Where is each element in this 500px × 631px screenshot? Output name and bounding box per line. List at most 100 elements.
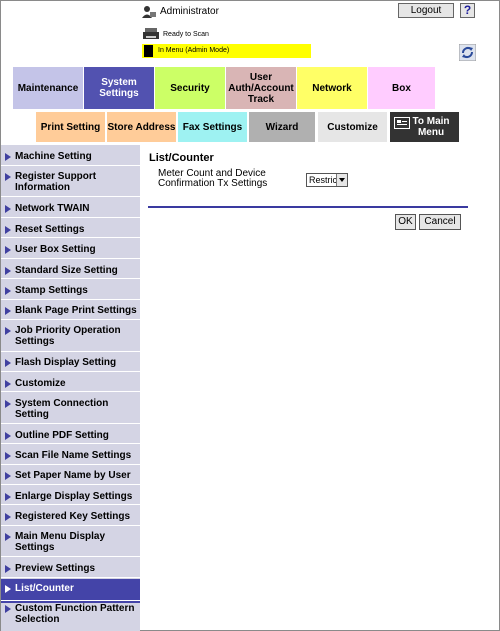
sidebar-item-register-support-information[interactable]: Register Support Information	[1, 171, 140, 195]
sidebar-item-standard-size-setting[interactable]: Standard Size Setting	[1, 265, 140, 277]
sidebar-item-label: Stamp Settings	[15, 285, 88, 296]
sidebar-item-reset-settings[interactable]: Reset Settings	[1, 224, 140, 236]
printer-icon	[143, 28, 159, 39]
sidebar-item-set-paper-name-by-user[interactable]: Set Paper Name by User	[1, 470, 140, 482]
arrow-right-icon	[5, 472, 11, 480]
sidebar-item-stamp-settings[interactable]: Stamp Settings	[1, 285, 140, 297]
divider	[1, 196, 140, 197]
arrow-right-icon	[5, 153, 11, 161]
subtab-wizard[interactable]: Wizard	[249, 112, 315, 142]
sidebar-item-label: Registered Key Settings	[15, 511, 131, 522]
sidebar-item-label: Network TWAIN	[15, 203, 90, 214]
sidebar-item-registered-key-settings[interactable]: Registered Key Settings	[1, 511, 140, 523]
mode-text: In Menu (Admin Mode)	[158, 47, 230, 54]
cancel-button[interactable]: Cancel	[419, 214, 461, 230]
divider	[1, 258, 140, 259]
sidebar-item-blank-page-print-settings[interactable]: Blank Page Print Settings	[1, 305, 140, 317]
sidebar-item-user-box-setting[interactable]: User Box Setting	[1, 244, 140, 256]
ok-button[interactable]: OK	[395, 214, 416, 230]
divider	[1, 299, 140, 300]
arrow-right-icon	[5, 452, 11, 460]
divider	[1, 423, 140, 424]
device-status: Ready to Scan	[163, 31, 209, 38]
sidebar-item-flash-display-setting[interactable]: Flash Display Setting	[1, 357, 140, 369]
subtab-print-setting[interactable]: Print Setting	[36, 112, 105, 142]
divider	[1, 464, 140, 465]
subtab-fax-settings[interactable]: Fax Settings	[178, 112, 247, 142]
sidebar-item-label: Custom Function Pattern Selection	[15, 603, 135, 625]
mode-icon	[144, 45, 153, 57]
sidebar-item-customize[interactable]: Customize	[1, 378, 140, 390]
divider	[1, 443, 140, 444]
arrow-right-icon	[5, 327, 11, 335]
divider	[1, 319, 140, 320]
sidebar-item-label: Set Paper Name by User	[15, 470, 131, 481]
sidebar: Machine Setting Register Support Informa…	[1, 145, 140, 631]
sidebar-item-label: Scan File Name Settings	[15, 450, 132, 461]
arrow-right-icon	[5, 533, 11, 541]
main-menu-icon	[394, 117, 410, 129]
tab-user-auth-account-track[interactable]: User Auth/Account Track	[226, 67, 297, 109]
tab-maintenance[interactable]: Maintenance	[13, 67, 84, 109]
sidebar-item-label: List/Counter	[15, 583, 74, 594]
divider	[1, 165, 140, 166]
divider	[1, 556, 140, 557]
sidebar-item-main-menu-display-settings[interactable]: Main Menu Display Settings	[1, 531, 140, 555]
subtab-customize[interactable]: Customize	[318, 112, 387, 142]
sidebar-item-label: Enlarge Display Settings	[15, 491, 133, 502]
arrow-right-icon	[5, 307, 11, 315]
tab-box[interactable]: Box	[368, 67, 436, 109]
sidebar-item-label: Main Menu Display Settings	[15, 531, 106, 553]
sidebar-item-scan-file-name-settings[interactable]: Scan File Name Settings	[1, 450, 140, 462]
divider	[1, 577, 140, 578]
help-button[interactable]: ?	[460, 3, 475, 18]
sidebar-item-system-connection-setting[interactable]: System Connection Setting	[1, 398, 140, 422]
to-main-menu-label: To Main Menu	[412, 116, 450, 138]
arrow-right-icon	[5, 287, 11, 295]
sidebar-item-label: System Connection Setting	[15, 398, 109, 420]
divider	[1, 391, 140, 392]
arrow-right-icon	[5, 267, 11, 275]
divider	[1, 217, 140, 218]
user-name: Administrator	[160, 6, 219, 17]
sidebar-item-custom-function-pattern-selection[interactable]: Custom Function Pattern Selection	[1, 603, 140, 627]
logout-button[interactable]: Logout	[398, 3, 454, 18]
sidebar-item-network-twain[interactable]: Network TWAIN	[1, 203, 140, 215]
divider	[1, 484, 140, 485]
sidebar-item-machine-setting[interactable]: Machine Setting	[1, 151, 140, 163]
sidebar-item-label: Flash Display Setting	[15, 357, 117, 368]
arrow-right-icon	[5, 380, 11, 388]
arrow-right-icon	[5, 226, 11, 234]
setting-label: Meter Count and Device Confirmation Tx S…	[158, 168, 268, 189]
sidebar-item-label: Customize	[15, 378, 66, 389]
sidebar-item-label: Machine Setting	[15, 151, 92, 162]
arrow-right-icon	[5, 359, 11, 367]
arrow-right-icon	[5, 585, 11, 593]
refresh-icon[interactable]	[459, 44, 476, 61]
arrow-right-icon	[5, 605, 11, 613]
tab-system-settings[interactable]: System Settings	[84, 67, 155, 109]
arrow-right-icon	[5, 565, 11, 573]
tab-security[interactable]: Security	[155, 67, 226, 109]
divider	[148, 206, 468, 208]
page-title: List/Counter	[149, 152, 214, 164]
divider	[1, 371, 140, 372]
subtab-store-address[interactable]: Store Address	[107, 112, 176, 142]
divider	[1, 525, 140, 526]
administrator-icon	[142, 6, 156, 18]
sidebar-item-list-counter[interactable]: List/Counter	[1, 579, 140, 603]
tab-network[interactable]: Network	[297, 67, 368, 109]
divider	[1, 600, 140, 601]
select-value: Restrict	[309, 175, 340, 185]
sidebar-item-label: Job Priority Operation Settings	[15, 325, 121, 347]
sidebar-item-label: Preview Settings	[15, 563, 96, 574]
sidebar-item-enlarge-display-settings[interactable]: Enlarge Display Settings	[1, 491, 140, 503]
chevron-down-icon[interactable]	[336, 174, 347, 186]
divider	[1, 504, 140, 505]
sidebar-item-label: Outline PDF Setting	[15, 430, 109, 441]
sidebar-item-preview-settings[interactable]: Preview Settings	[1, 563, 140, 575]
sidebar-item-job-priority-operation-settings[interactable]: Job Priority Operation Settings	[1, 325, 140, 349]
sidebar-item-label: Reset Settings	[15, 224, 85, 235]
arrow-right-icon	[5, 400, 11, 408]
sidebar-item-outline-pdf-setting[interactable]: Outline PDF Setting	[1, 430, 140, 442]
